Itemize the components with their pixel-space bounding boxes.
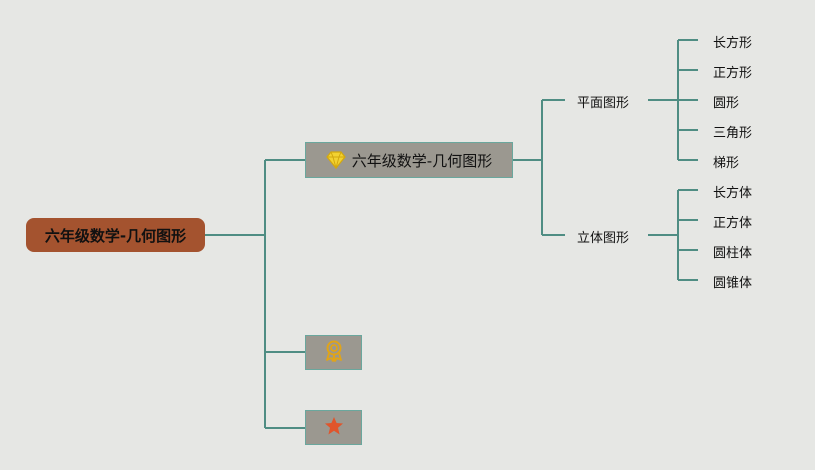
star-icon [324,416,344,440]
icon-topic-award[interactable] [305,335,362,370]
leaf-item[interactable]: 圆锥体 [713,276,753,291]
category-solid-figures[interactable]: 立体图形 [577,231,630,246]
root-topic[interactable]: 六年级数学-几何图形 [26,218,205,252]
leaf-item[interactable]: 三角形 [713,126,753,141]
diamond-icon [326,151,346,169]
leaf-item[interactable]: 长方形 [713,36,753,51]
main-topic[interactable]: 六年级数学-几何图形 [305,142,513,178]
leaf-item[interactable]: 梯形 [713,156,740,171]
root-topic-label: 六年级数学-几何图形 [44,226,187,245]
award-medal-icon [324,340,344,366]
leaf-item[interactable]: 正方形 [713,66,753,81]
leaf-item[interactable]: 长方体 [713,186,753,201]
leaf-item[interactable]: 正方体 [713,216,753,231]
main-topic-label: 六年级数学-几何图形 [351,151,493,170]
category-plane-figures[interactable]: 平面图形 [577,96,630,111]
leaf-item[interactable]: 圆形 [713,96,740,111]
leaf-item[interactable]: 圆柱体 [713,246,753,261]
icon-topic-star[interactable] [305,410,362,445]
